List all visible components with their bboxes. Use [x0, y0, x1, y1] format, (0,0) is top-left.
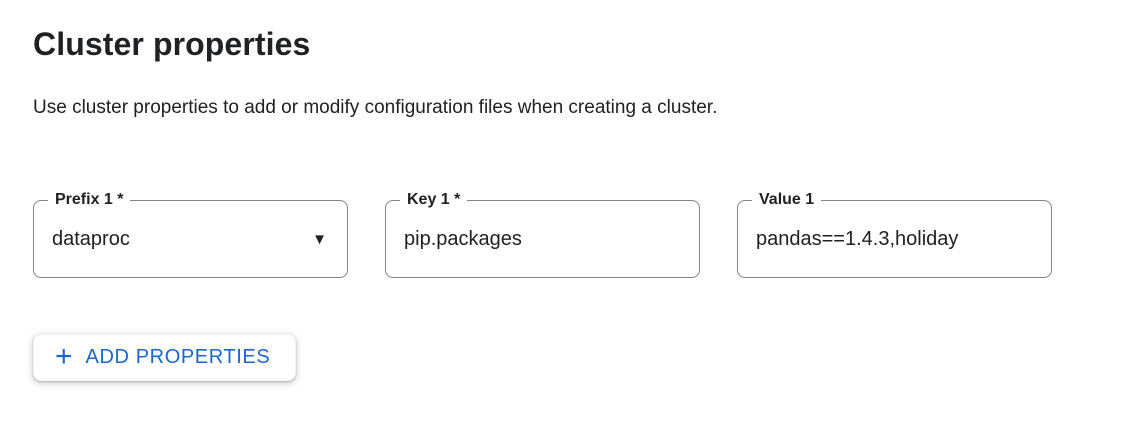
prefix-selected-value: dataproc [52, 227, 130, 250]
page-title: Cluster properties [33, 26, 311, 62]
key-field-label: Key 1 * [400, 190, 468, 210]
cluster-properties-section: Cluster properties Use cluster propertie… [33, 26, 1089, 381]
value-input[interactable] [738, 201, 1051, 277]
page-description: Use cluster properties to add or modify … [33, 97, 718, 118]
property-row: Prefix 1 * dataproc ▼ Key 1 * Value 1 [33, 190, 1089, 278]
key-input-field: Key 1 * [385, 190, 700, 278]
value-field-label: Value 1 [752, 190, 822, 210]
value-input-field: Value 1 [737, 190, 1052, 278]
add-properties-button-label: ADD PROPERTIES [85, 346, 271, 368]
add-properties-button[interactable]: + ADD PROPERTIES [33, 334, 297, 381]
plus-icon: + [55, 339, 73, 373]
prefix-select-control[interactable]: dataproc ▼ [34, 201, 347, 277]
prefix-select-field[interactable]: Prefix 1 * dataproc ▼ [33, 190, 348, 278]
prefix-field-label: Prefix 1 * [48, 190, 131, 210]
key-input[interactable] [386, 201, 699, 277]
dropdown-arrow-icon[interactable]: ▼ [312, 230, 327, 248]
